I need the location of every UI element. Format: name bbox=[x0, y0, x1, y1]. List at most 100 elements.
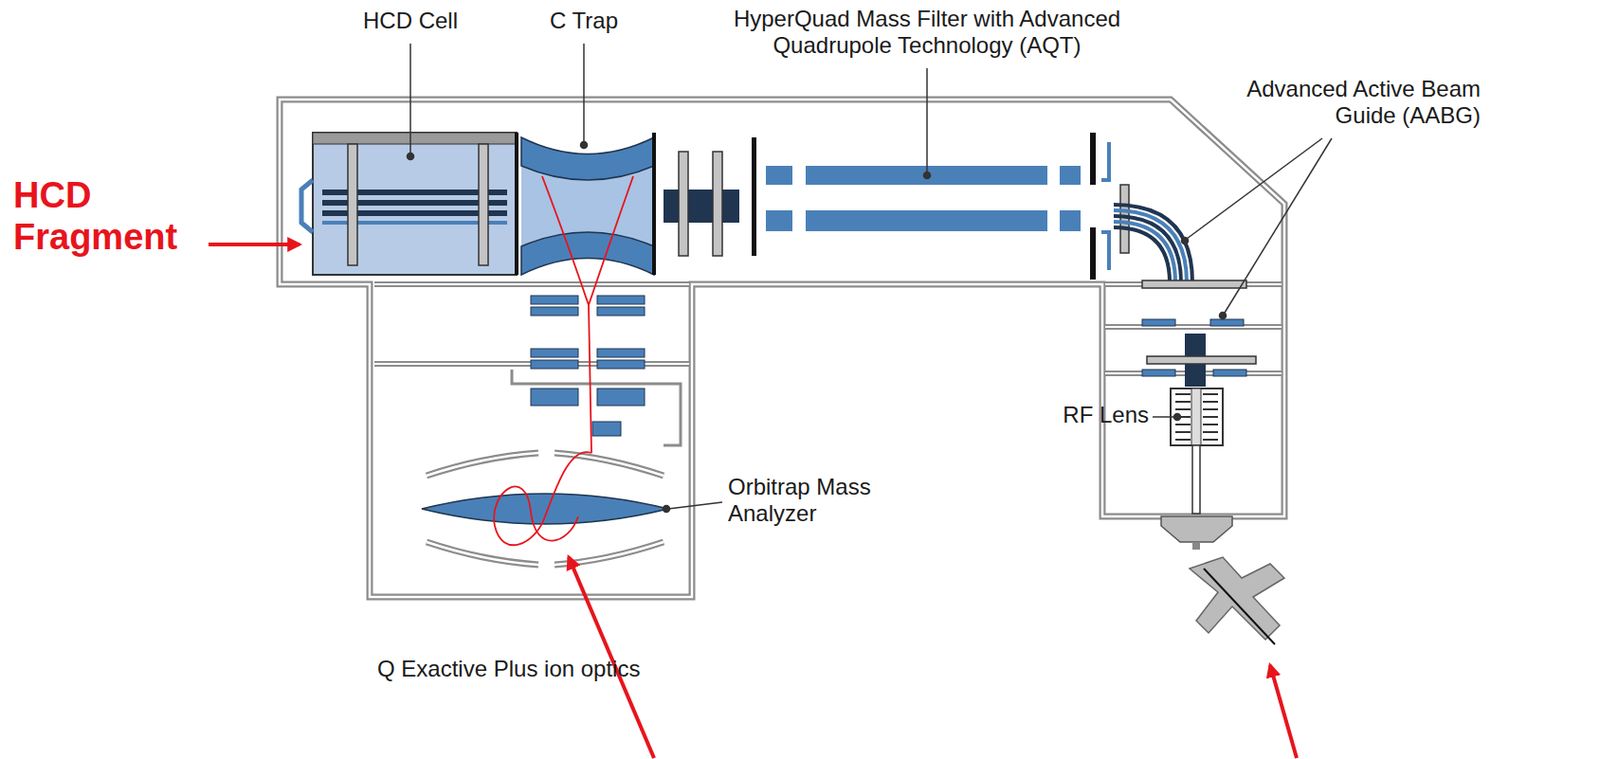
transfer-lens bbox=[712, 151, 723, 256]
rf-lens-plates bbox=[1175, 393, 1191, 396]
leader-lines bbox=[926, 68, 928, 173]
ion-path bbox=[542, 176, 592, 454]
rf-lens-plates bbox=[1175, 400, 1191, 403]
quadrupole-rods bbox=[1059, 165, 1081, 185]
part-label: Advanced Active Beam Guide (AABG) bbox=[1224, 75, 1481, 128]
instrument-housing bbox=[279, 99, 1285, 598]
orbitrap-injection-lenses bbox=[530, 295, 645, 437]
rf-lens-plates bbox=[1175, 438, 1191, 441]
c-trap bbox=[521, 137, 655, 181]
orbitrap-injection-lenses bbox=[597, 307, 645, 316]
ion-path bbox=[588, 176, 634, 306]
orbitrap-injection-lenses bbox=[597, 348, 645, 358]
hcd-cell bbox=[347, 144, 358, 266]
hcd-cell bbox=[301, 132, 519, 275]
orbitrap-analyzer bbox=[421, 493, 669, 525]
leader-lines bbox=[668, 502, 723, 510]
part-label: C Trap bbox=[508, 7, 660, 35]
ion-path bbox=[493, 452, 592, 546]
exit-slit bbox=[1090, 132, 1096, 185]
beam-guide bbox=[1113, 221, 1176, 283]
orbitrap-injection-lenses bbox=[597, 360, 645, 369]
beam-guide bbox=[1113, 204, 1193, 283]
leader-lines bbox=[1219, 312, 1227, 320]
rf-lens bbox=[1170, 388, 1223, 446]
orbitrap-injection-lenses bbox=[530, 388, 579, 406]
red-arrows bbox=[208, 242, 300, 247]
leader-lines bbox=[407, 153, 415, 161]
annotation-label: HCD Fragment bbox=[13, 175, 213, 258]
rf-lens-plates bbox=[1202, 400, 1219, 403]
rf-lens bbox=[1170, 388, 1223, 514]
inlet-cone bbox=[1192, 542, 1200, 550]
figure-caption: Q Exactive Plus ion optics bbox=[377, 655, 700, 683]
beam-guide bbox=[1120, 184, 1129, 254]
leader-lines bbox=[582, 43, 585, 143]
leader-lines bbox=[1186, 138, 1323, 239]
orbitrap-injection-lenses bbox=[597, 295, 645, 305]
rf-lens-plates bbox=[1175, 408, 1191, 411]
c-trap bbox=[521, 232, 655, 275]
exit-slit bbox=[1090, 132, 1110, 280]
spray-emitter bbox=[1189, 557, 1285, 645]
orbitrap-injection-lenses bbox=[592, 421, 621, 437]
quadrupole-rods bbox=[765, 210, 793, 232]
instrument-housing bbox=[511, 369, 681, 446]
orbitrap-injection-lenses bbox=[530, 295, 579, 305]
beam-guide bbox=[1213, 369, 1247, 377]
beam-guide bbox=[1113, 184, 1256, 387]
leader-lines bbox=[663, 506, 671, 513]
instrument-housing bbox=[374, 284, 1282, 374]
exit-slit bbox=[1090, 227, 1096, 280]
leader-lines bbox=[1181, 237, 1189, 245]
transfer-lens bbox=[663, 137, 757, 256]
orbitrap-injection-lenses bbox=[530, 360, 579, 369]
orbitrap-injection-lenses bbox=[530, 307, 579, 316]
rf-lens-plates bbox=[1191, 388, 1201, 446]
instrument-housing bbox=[279, 99, 1285, 598]
leader-lines bbox=[407, 43, 1333, 513]
part-label: RF Lens bbox=[1006, 401, 1149, 429]
quadrupole-rods bbox=[805, 210, 1048, 232]
beam-guide bbox=[1142, 319, 1176, 327]
rf-lens-plates bbox=[1175, 431, 1191, 434]
leader-lines bbox=[581, 142, 588, 149]
instrument-housing bbox=[374, 284, 1282, 374]
rf-lens-plates bbox=[1175, 423, 1191, 426]
part-label: HCD Cell bbox=[315, 7, 506, 35]
c-trap bbox=[521, 132, 656, 275]
rf-lens-plates bbox=[1202, 393, 1219, 396]
transfer-lens bbox=[678, 151, 689, 256]
c-trap bbox=[652, 132, 656, 275]
leader-lines bbox=[924, 172, 931, 180]
transfer-lens bbox=[663, 189, 740, 223]
rf-lens-plates bbox=[1202, 416, 1219, 419]
leader-lines bbox=[1152, 416, 1176, 419]
rf-lens-plates bbox=[1202, 423, 1219, 426]
rf-lens bbox=[1192, 445, 1200, 514]
beam-guide bbox=[1210, 319, 1244, 327]
spray-emitter bbox=[1203, 568, 1275, 645]
orbitrap-injection-lenses bbox=[597, 388, 645, 406]
hcd-cell bbox=[514, 132, 519, 275]
part-label: Orbitrap Mass Analyzer bbox=[727, 473, 894, 527]
beam-guide bbox=[1113, 216, 1182, 283]
leader-lines bbox=[1174, 414, 1182, 421]
leader-lines bbox=[1224, 138, 1332, 313]
rf-lens-plates bbox=[1202, 438, 1219, 441]
rf-lens-plates bbox=[1175, 388, 1219, 446]
quadrupole-rods bbox=[1059, 210, 1081, 232]
beam-guide bbox=[1146, 356, 1256, 364]
exit-slit bbox=[1101, 142, 1110, 271]
red-arrows bbox=[208, 244, 1297, 759]
part-label: HyperQuad Mass Filter with Advanced Quad… bbox=[694, 5, 1160, 58]
hcd-cell bbox=[312, 132, 517, 275]
hcd-cell bbox=[312, 132, 517, 145]
inlet-cone bbox=[1161, 516, 1233, 550]
orbitrap-injection-lenses bbox=[530, 348, 579, 358]
orbitrap-analyzer bbox=[421, 453, 669, 565]
ion-path bbox=[493, 176, 634, 546]
rf-lens-plates bbox=[1202, 408, 1219, 411]
hcd-cell bbox=[301, 180, 313, 233]
